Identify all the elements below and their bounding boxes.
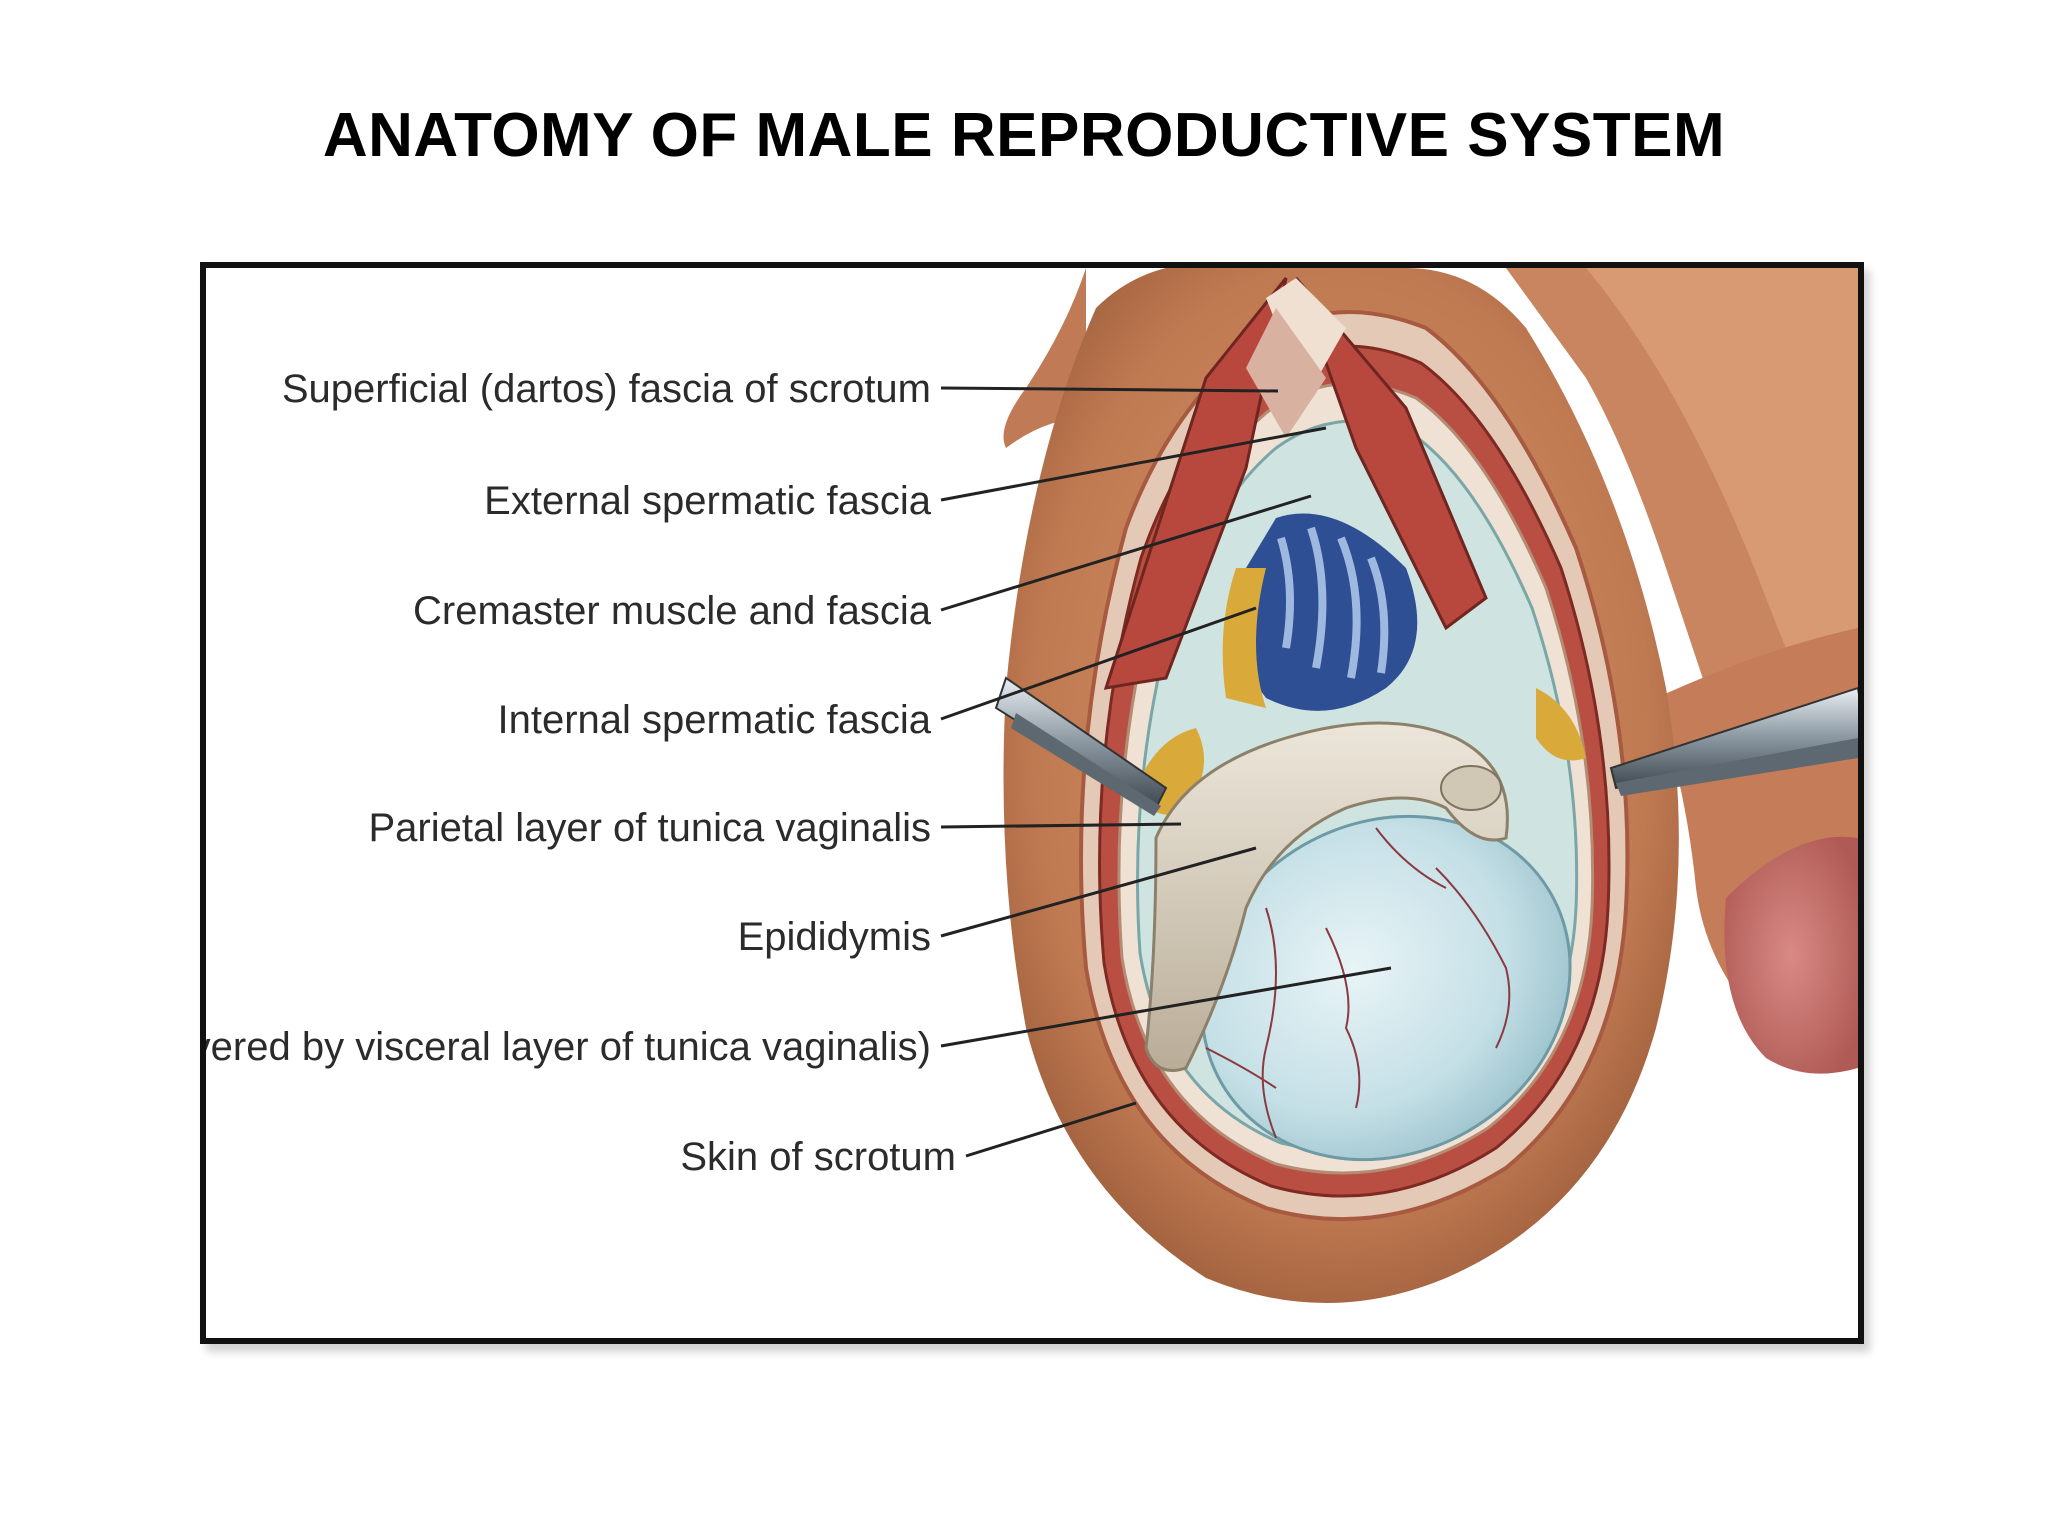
label-dartos-fascia: Superficial (dartos) fascia of scrotum <box>282 367 931 411</box>
penis <box>1656 628 1858 1074</box>
leader-line-skin <box>965 1101 1137 1158</box>
testis <box>1200 814 1572 1162</box>
anatomy-illustration: Superficial (dartos) fascia of scrotum E… <box>206 268 1858 1303</box>
leader-lines <box>940 386 1392 1158</box>
fat-pocket-right <box>1536 688 1586 761</box>
label-parietal-tunica-vaginalis: Parietal layer of tunica vaginalis <box>368 806 931 850</box>
pampiniform-plexus <box>1222 513 1418 711</box>
label-external-spermatic-fascia: External spermatic fascia <box>484 479 932 523</box>
forceps-right <box>1609 686 1858 796</box>
slide-title: ANATOMY OF MALE REPRODUCTIVE SYSTEM <box>322 101 1726 170</box>
leader-line-epididymis <box>940 846 1257 938</box>
epididymis-head <box>1440 765 1502 811</box>
opened-fascia-layers <box>1103 277 1488 690</box>
leader-line-testis <box>940 966 1392 1048</box>
leader-line-parietal <box>940 822 1182 829</box>
label-skin-of-scrotum: Skin of scrotum <box>680 1135 956 1179</box>
label-cremaster-muscle: Cremaster muscle and fascia <box>413 589 932 633</box>
epididymis-shape <box>1144 721 1509 1072</box>
leader-line-dartos <box>940 386 1279 393</box>
label-internal-spermatic-fascia: Internal spermatic fascia <box>497 698 931 742</box>
leader-line-internal <box>940 606 1257 721</box>
leader-line-cremaster <box>940 494 1312 612</box>
anatomy-figure: Superficial (dartos) fascia of scrotum E… <box>200 262 1864 1344</box>
leader-line-external <box>940 426 1327 502</box>
label-testis: Testis (covered by visceral layer of tun… <box>206 1025 931 1069</box>
testis-vessels <box>1205 827 1511 1139</box>
glans <box>1724 836 1858 1074</box>
label-epididymis: Epididymis <box>738 915 931 959</box>
